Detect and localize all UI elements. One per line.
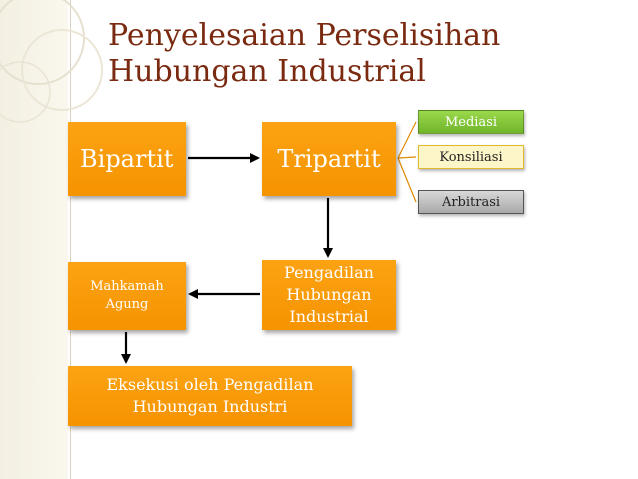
slide-title: Penyelesaian Perselisihan Hubungan Indus… <box>108 18 501 89</box>
node-tripartit-label: Tripartit <box>277 145 381 173</box>
node-mediasi: Mediasi <box>418 110 524 134</box>
node-eksekusi-line-1: Eksekusi oleh Pengadilan <box>106 375 314 394</box>
branch-to-konsiliasi <box>397 156 417 159</box>
branch-to-mediasi <box>397 121 417 159</box>
node-mahkamah-line-1: Mahkamah <box>90 279 164 294</box>
node-pengadilan-line-2: Hubungan <box>286 285 372 304</box>
node-tripartit: Tripartit <box>262 122 396 196</box>
branch-to-arbitrasi <box>397 157 417 203</box>
node-arbitrasi: Arbitrasi <box>418 190 524 214</box>
node-mediasi-label: Mediasi <box>444 114 498 130</box>
node-pengadilan-hubungan-industrial: Pengadilan Hubungan Industrial <box>262 260 396 330</box>
node-konsiliasi: Konsiliasi <box>418 145 524 169</box>
node-mahkamah-line-2: Agung <box>105 297 149 312</box>
node-bipartit-label: Bipartit <box>80 145 174 173</box>
node-arbitrasi-label: Arbitrasi <box>441 194 501 210</box>
node-mahkamah-agung: Mahkamah Agung <box>68 262 186 330</box>
node-pengadilan-line-3: Industrial <box>289 307 369 326</box>
node-bipartit: Bipartit <box>68 122 186 196</box>
decorative-circles <box>0 0 103 123</box>
node-eksekusi-line-2: Hubungan Industri <box>132 397 288 416</box>
left-divider-line <box>70 0 71 479</box>
node-konsiliasi-label: Konsiliasi <box>439 149 503 165</box>
node-eksekusi: Eksekusi oleh Pengadilan Hubungan Indust… <box>68 366 352 426</box>
node-pengadilan-line-1: Pengadilan <box>284 263 374 282</box>
